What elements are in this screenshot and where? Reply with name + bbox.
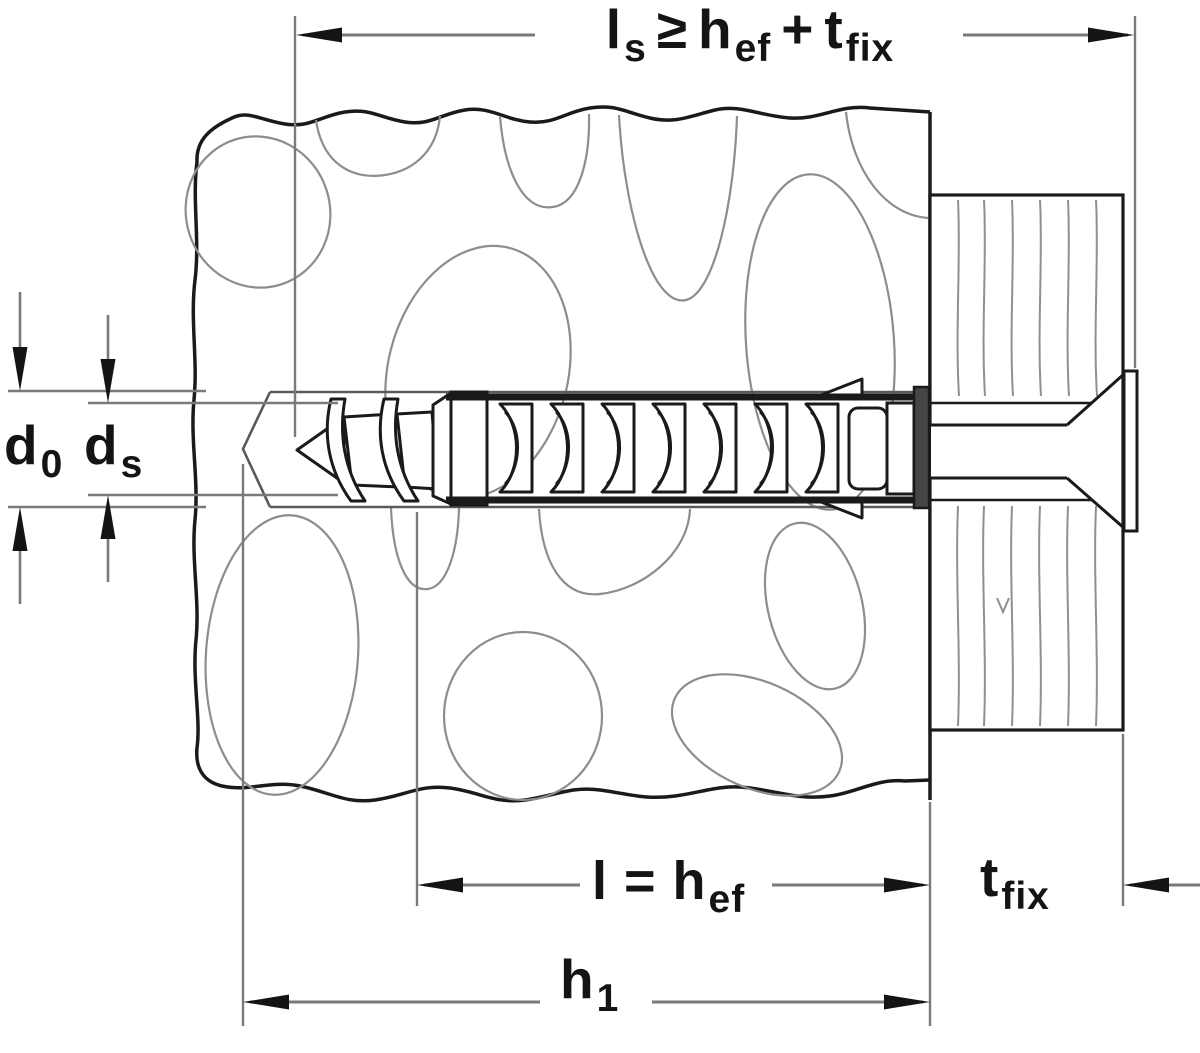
aggregate-stone [389,507,461,591]
embedment-equation: l = h [592,851,707,911]
arrowhead [296,27,342,43]
dim-label-screw-length: ls≥hef+tfix [540,0,960,69]
aggregate-stone [844,111,929,220]
drill-diameter-symbol: d [4,414,39,476]
screw-length-subscript: s [624,27,647,70]
arrowhead [884,877,930,893]
dim-label-hole-depth: h1 [560,952,619,1019]
embedment-subscript: ef [734,27,772,70]
drill-diameter-subscript: 0 [40,443,64,486]
arrowhead [12,347,28,391]
arrowhead [1123,877,1169,893]
dim-label-fixture-thickness: tfix [980,850,1050,917]
arrowhead [100,495,116,539]
dim-label-screw-diameter: ds [84,418,143,485]
embedment-equation-subscript: ef [708,878,746,921]
screw-thread-flight [325,397,367,503]
screw-head-cone-bottom [1066,476,1125,530]
fixture-thickness-symbol: t [824,0,844,60]
arrowhead [1088,27,1134,43]
screw-head-cone-top [1065,372,1126,427]
arrowhead [417,877,463,893]
fixture-thickness-symbol-bottom: t [980,846,1000,908]
plus-operator: + [781,0,815,60]
aggregate-stone [314,115,442,177]
aggregate-stone [763,521,867,691]
arrowhead [100,359,116,403]
screw-diameter-subscript: s [120,443,144,486]
screw-tip-assembly [295,397,440,503]
drill-hole-tip [241,391,272,508]
hole-depth-symbol: h [560,948,595,1010]
concrete-wall [184,105,931,803]
arrowhead [884,994,930,1010]
embedment-symbol: h [697,0,733,60]
fixture-thickness-subscript: fix [845,27,895,70]
plug-front-cap [449,390,489,507]
plug-rear-body [847,406,889,491]
dim-label-drill-diameter: d0 [4,418,63,485]
screw-length-symbol: l [605,0,623,60]
concrete-wall-outline [191,105,931,803]
fixture-thickness-subscript-bottom: fix [1001,875,1050,918]
plug-collar [912,385,931,510]
plug-rear-body [885,401,916,496]
plug-front-cap [431,391,453,506]
aggregate-stone [498,113,591,209]
wood-grain-knot [996,597,1010,615]
dimensions [8,16,1200,1026]
arrowhead [243,994,289,1010]
aggregate-stone [670,673,844,797]
aggregate-stone [617,114,739,302]
screw-shank [931,425,1067,478]
screw-diameter-symbol: d [84,414,119,476]
wall-plug [431,377,931,520]
aggregate-stone [537,508,692,596]
screw-head-assembly [931,369,1139,533]
aggregate-stones [184,111,929,802]
plug-thread-profiles [498,402,840,494]
drill-hole [241,390,918,509]
dim-label-embedment: l = hef [592,851,745,919]
screw-thread-flight [378,397,420,503]
screw-head-face [1122,369,1139,533]
arrowhead [12,507,28,551]
aggregate-stone [184,135,332,289]
hole-depth-subscript: 1 [596,977,620,1020]
aggregate-stone [204,514,360,796]
greater-equal-operator: ≥ [656,0,688,60]
aggregate-stone [442,630,604,802]
aggregate-stone [744,173,896,511]
wood-grain [956,199,1098,727]
